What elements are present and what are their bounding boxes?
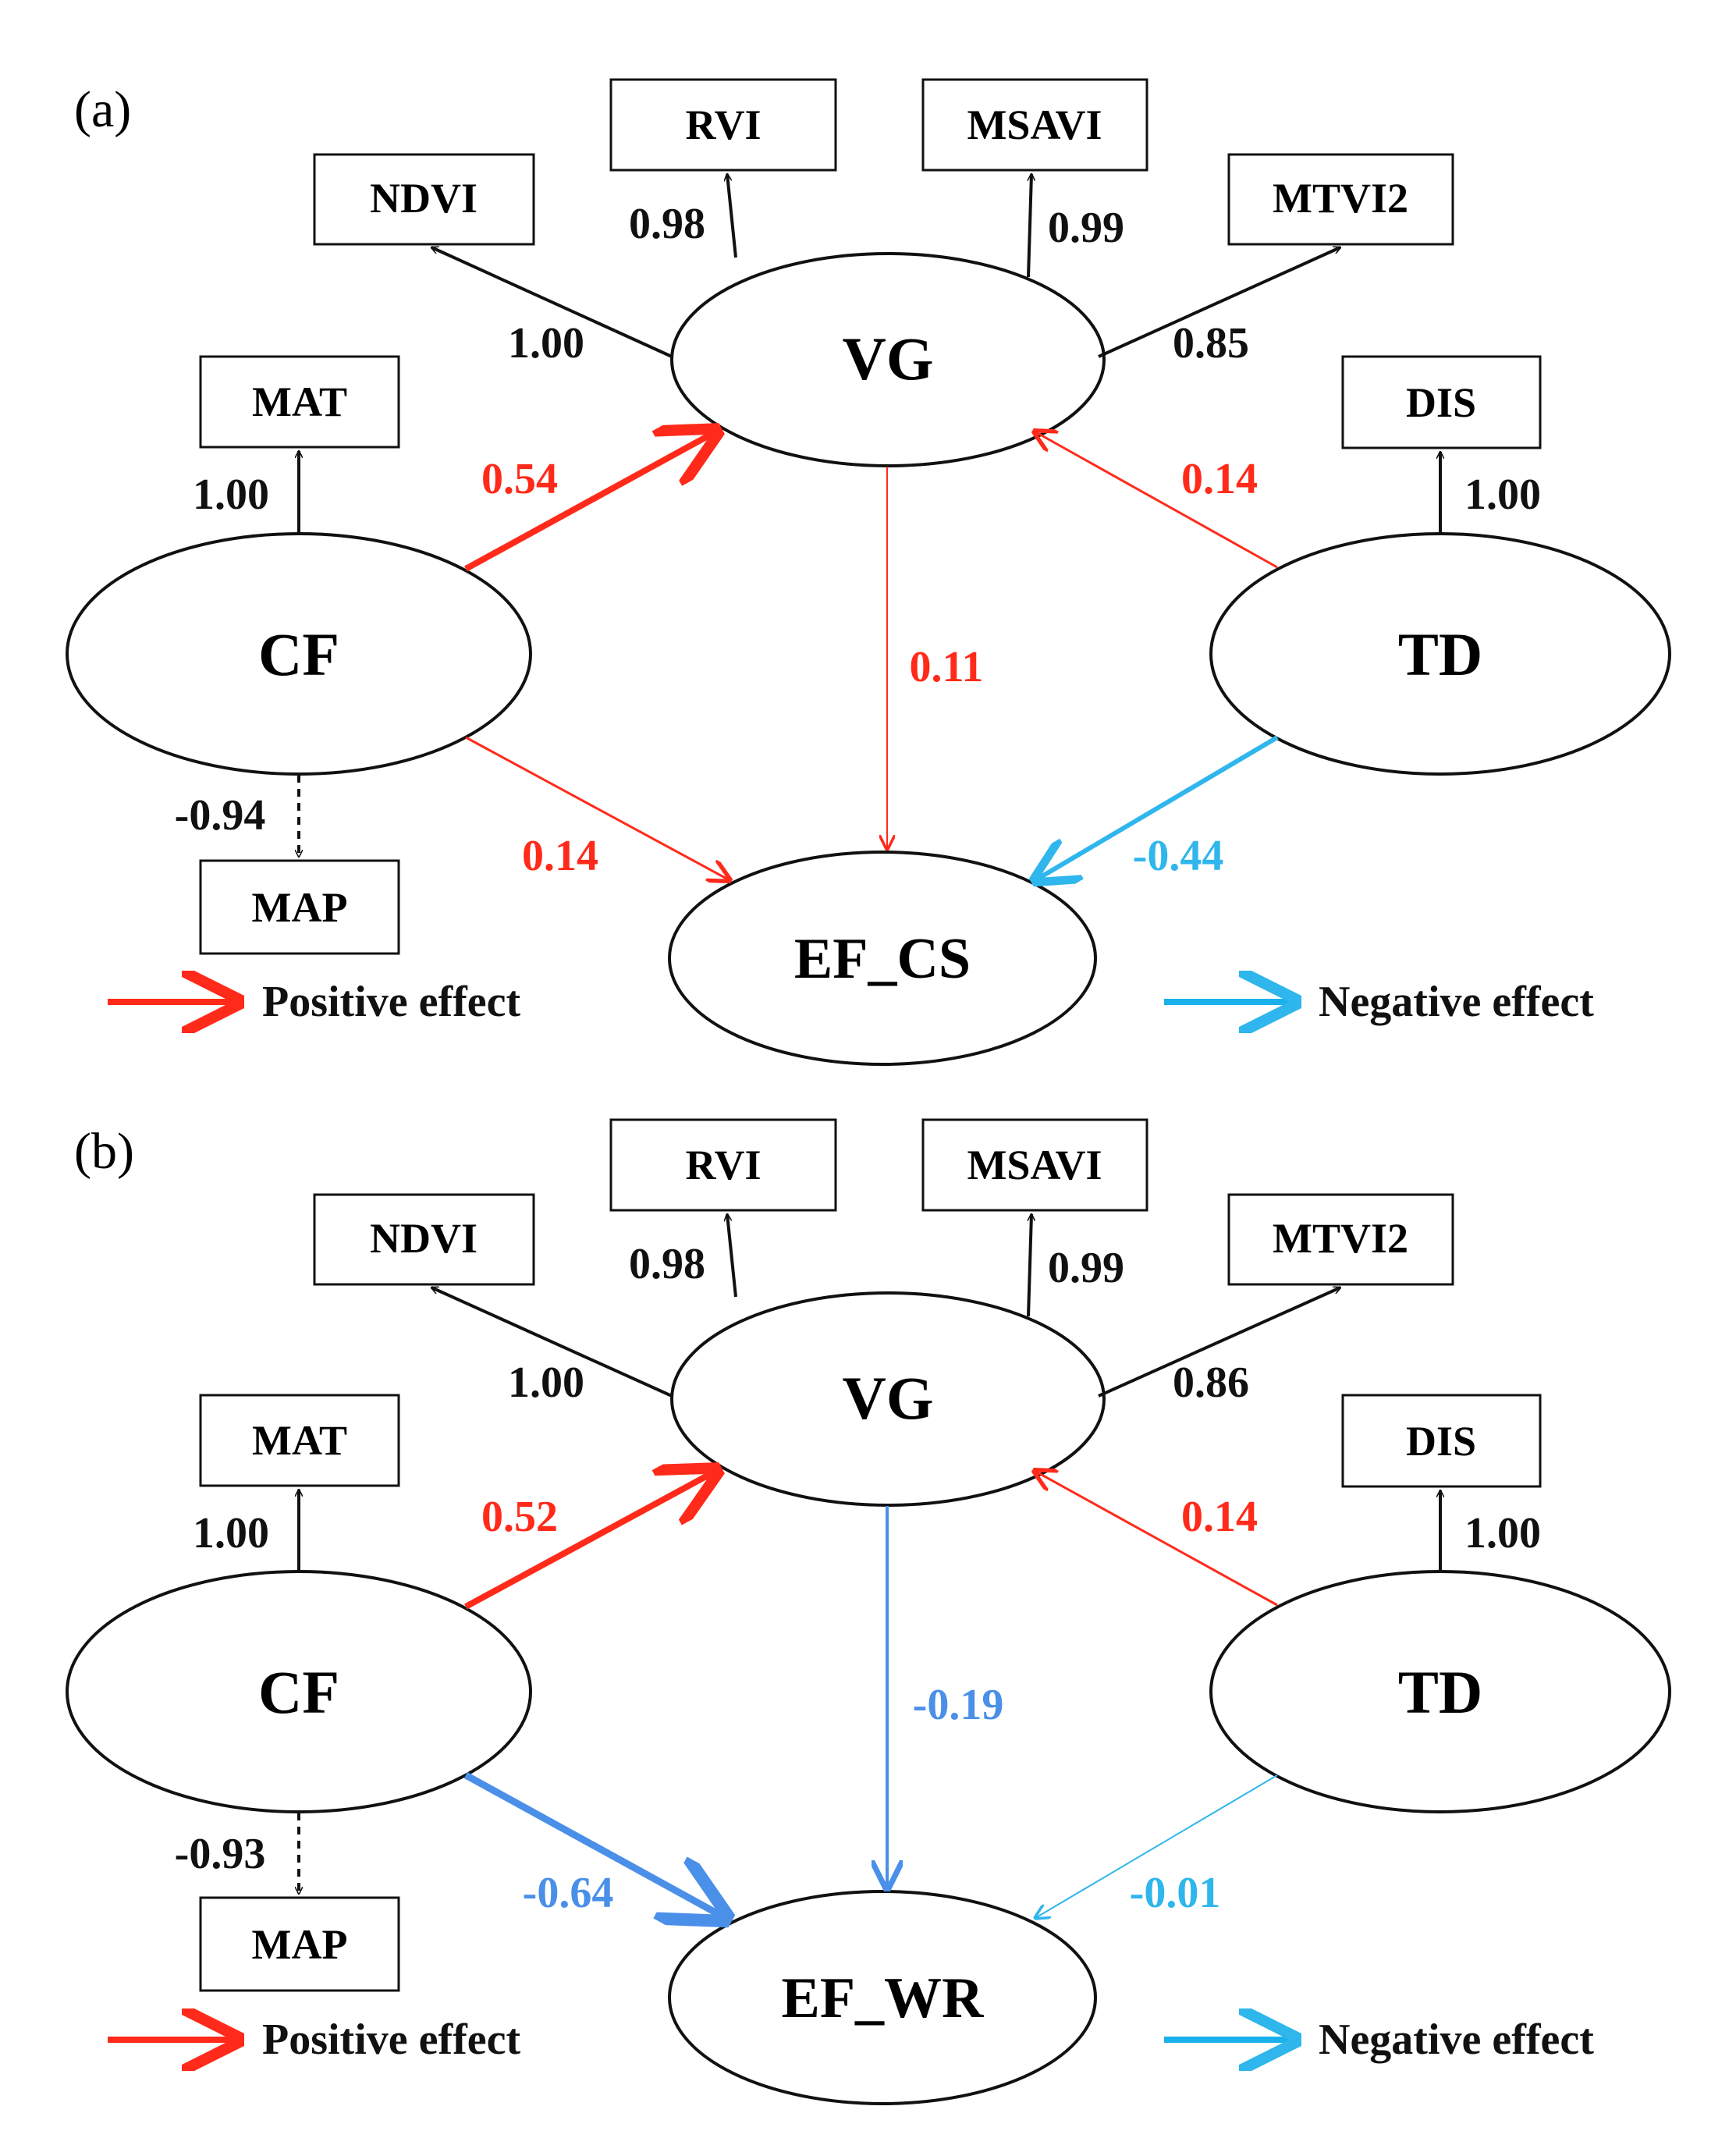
legend-negative-label: Negative effect [1319,2016,1594,2064]
indicator-rvi-label: RVI [685,1142,761,1188]
indicator-dis: DIS [1341,355,1542,449]
loading-value-msavi: 0.99 [1048,1244,1124,1292]
indicator-map-label: MAP [252,1921,348,1968]
indicator-mtvi2: MTVI2 [1227,153,1454,246]
indicator-mtvi2-label: MTVI2 [1273,175,1408,222]
indicator-mtvi2-label: MTVI2 [1273,1215,1408,1262]
latent-td-label: TD [1398,620,1482,688]
path-cf-vg [464,1471,716,1610]
indicator-mat-label: MAT [252,378,347,425]
indicator-msavi-label: MSAVI [967,101,1102,148]
legend-negative: Negative effect [1164,978,1594,1026]
latent-ef: EF_CS [668,851,1097,1066]
coef-td-ef: -0.44 [1133,832,1224,880]
loading-arrow-mtvi2 [1098,246,1340,358]
latent-td-label: TD [1398,1658,1482,1726]
legend-positive-label: Positive effect [262,978,520,1026]
loading-arrow-rvi [727,1214,737,1298]
path-cf-ef [465,736,730,880]
indicator-msavi: MSAVI [921,78,1148,172]
indicator-map-label: MAP [252,884,348,931]
coef-td-vg: 0.14 [1181,455,1258,503]
latent-vg-label: VG [843,325,934,392]
indicator-mat-label: MAT [252,1417,347,1464]
latent-cf: CF [66,532,532,776]
loading-arrow-msavi [1027,1214,1031,1317]
loading-value-dis: 1.00 [1464,1509,1541,1557]
loading-arrow-msavi [1027,174,1031,278]
coef-td-vg: 0.14 [1181,1493,1258,1541]
loading-value-msavi: 0.99 [1048,204,1124,252]
panel-a: (a) NDVI RVI MSAVI MTVI2 MAT MAP DIS [66,78,1671,1066]
loading-arrow-mtvi2 [1098,1286,1340,1398]
indicator-mtvi2: MTVI2 [1227,1193,1454,1286]
coef-td-ef: -0.01 [1130,1869,1221,1917]
loading-value-mat: 1.00 [193,1509,269,1557]
loading-value-mtvi2: 0.85 [1173,319,1249,368]
indicator-msavi-label: MSAVI [967,1142,1102,1188]
path-td-vg [1035,1471,1278,1607]
latent-cf-label: CF [258,620,339,688]
indicator-rvi-label: RVI [685,101,761,148]
coef-cf-vg: 0.52 [481,1493,558,1541]
loading-value-dis: 1.00 [1464,471,1541,519]
loading-value-map: -0.93 [175,1830,266,1878]
indicator-ndvi-label: NDVI [370,175,477,222]
panel-label: (a) [74,81,131,138]
latent-ef-label: EF_CS [794,927,971,991]
panel-label: (b) [74,1123,134,1180]
legend-negative-label: Negative effect [1319,978,1594,1026]
coef-cf-ef: 0.14 [522,832,598,880]
loading-arrow-ndvi [431,1286,673,1398]
indicator-mat: MAT [199,1394,400,1487]
indicator-mat: MAT [199,355,400,449]
loading-value-rvi: 0.98 [629,1240,705,1288]
indicator-dis: DIS [1341,1394,1542,1488]
indicator-ndvi-label: NDVI [370,1215,477,1262]
indicator-rvi: RVI [609,1118,837,1212]
indicator-rvi: RVI [609,78,837,172]
latent-cf-label: CF [258,1658,339,1726]
legend-positive-label: Positive effect [262,2016,520,2064]
loading-value-ndvi: 1.00 [508,319,584,368]
latent-vg: VG [670,1291,1106,1507]
indicator-map: MAP [199,1896,400,1992]
loading-value-mat: 1.00 [193,471,269,519]
path-cf-vg [464,432,716,572]
legend-negative: Negative effect [1164,2016,1594,2064]
legend-positive: Positive effect [108,2016,520,2064]
coef-cf-vg: 0.54 [481,455,558,503]
loading-arrow-ndvi [431,246,673,358]
loading-value-rvi: 0.98 [629,200,705,248]
path-cf-ef [463,1772,726,1918]
coef-cf-ef: -0.64 [523,1869,614,1917]
indicator-map: MAP [199,859,400,955]
loading-arrow-rvi [727,174,737,258]
latent-cf: CF [66,1570,532,1813]
path-td-ef [1035,1774,1278,1918]
indicator-dis-label: DIS [1406,379,1476,426]
latent-td: TD [1209,532,1671,776]
latent-vg-label: VG [843,1364,934,1432]
latent-vg: VG [670,252,1106,467]
loading-value-mtvi2: 0.86 [1173,1359,1249,1407]
indicator-dis-label: DIS [1406,1418,1476,1465]
loading-value-ndvi: 1.00 [508,1359,584,1407]
latent-ef: EF_WR [668,1890,1097,2105]
legend-positive: Positive effect [108,978,520,1026]
loading-value-map: -0.94 [175,791,266,840]
latent-ef-label: EF_WR [782,1966,985,2030]
indicator-ndvi: NDVI [313,153,535,246]
panel-b: (b) NDVI RVI MSAVI MTVI2 MAT MAP DIS [66,1118,1671,2105]
indicator-ndvi: NDVI [313,1193,535,1286]
coef-vg-ef: 0.11 [910,643,984,691]
path-td-ef [1035,735,1279,880]
path-td-vg [1035,432,1278,569]
coef-vg-ef: -0.19 [913,1681,1004,1729]
latent-td: TD [1209,1570,1671,1813]
indicator-msavi: MSAVI [921,1118,1148,1212]
